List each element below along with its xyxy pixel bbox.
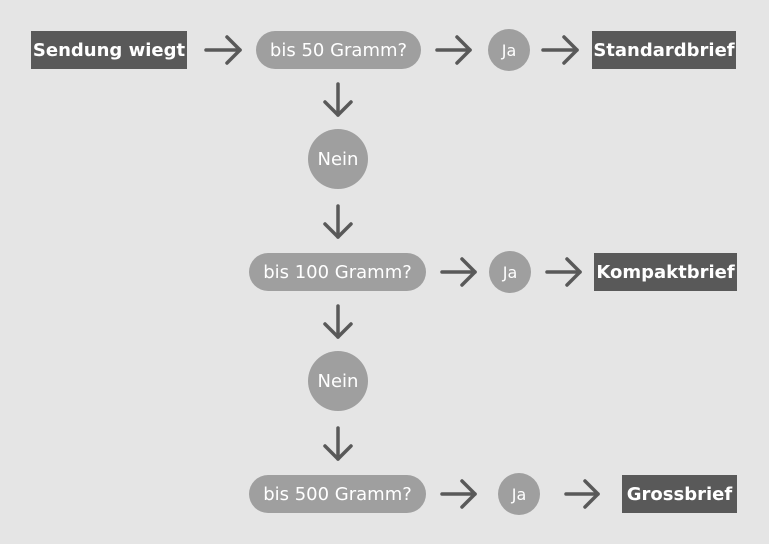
yes-circle-1: Ja	[488, 29, 530, 71]
question-pill-2: bis 100 Gramm?	[249, 253, 426, 291]
arrow-start-to-q1	[204, 35, 242, 65]
arrow-yes3-to-result3	[564, 479, 600, 509]
no-circle-2: Nein	[308, 351, 368, 411]
arrow-q1-to-yes1	[435, 35, 472, 65]
yes-circle-3: Ja	[498, 473, 540, 515]
question-pill-3: bis 500 Gramm?	[249, 475, 426, 513]
arrow-no2-down-to-q3	[323, 426, 353, 461]
no-circle-1: Nein	[308, 129, 368, 189]
yes-circle-2: Ja	[489, 251, 531, 293]
arrow-q2-to-yes2	[440, 257, 477, 287]
start-box: Sendung wiegt	[31, 31, 187, 69]
arrow-yes1-to-result1	[541, 35, 579, 65]
arrow-yes2-to-result2	[545, 257, 582, 287]
question-pill-1: bis 50 Gramm?	[256, 31, 421, 69]
arrow-q1-down-to-no1	[323, 82, 353, 117]
result-box-3: Grossbrief	[622, 475, 737, 513]
result-box-1: Standardbrief	[592, 31, 736, 69]
arrow-q3-to-yes3	[440, 479, 477, 509]
arrow-no1-down-to-q2	[323, 204, 353, 239]
arrow-q2-down-to-no2	[323, 304, 353, 339]
result-box-2: Kompaktbrief	[594, 253, 737, 291]
